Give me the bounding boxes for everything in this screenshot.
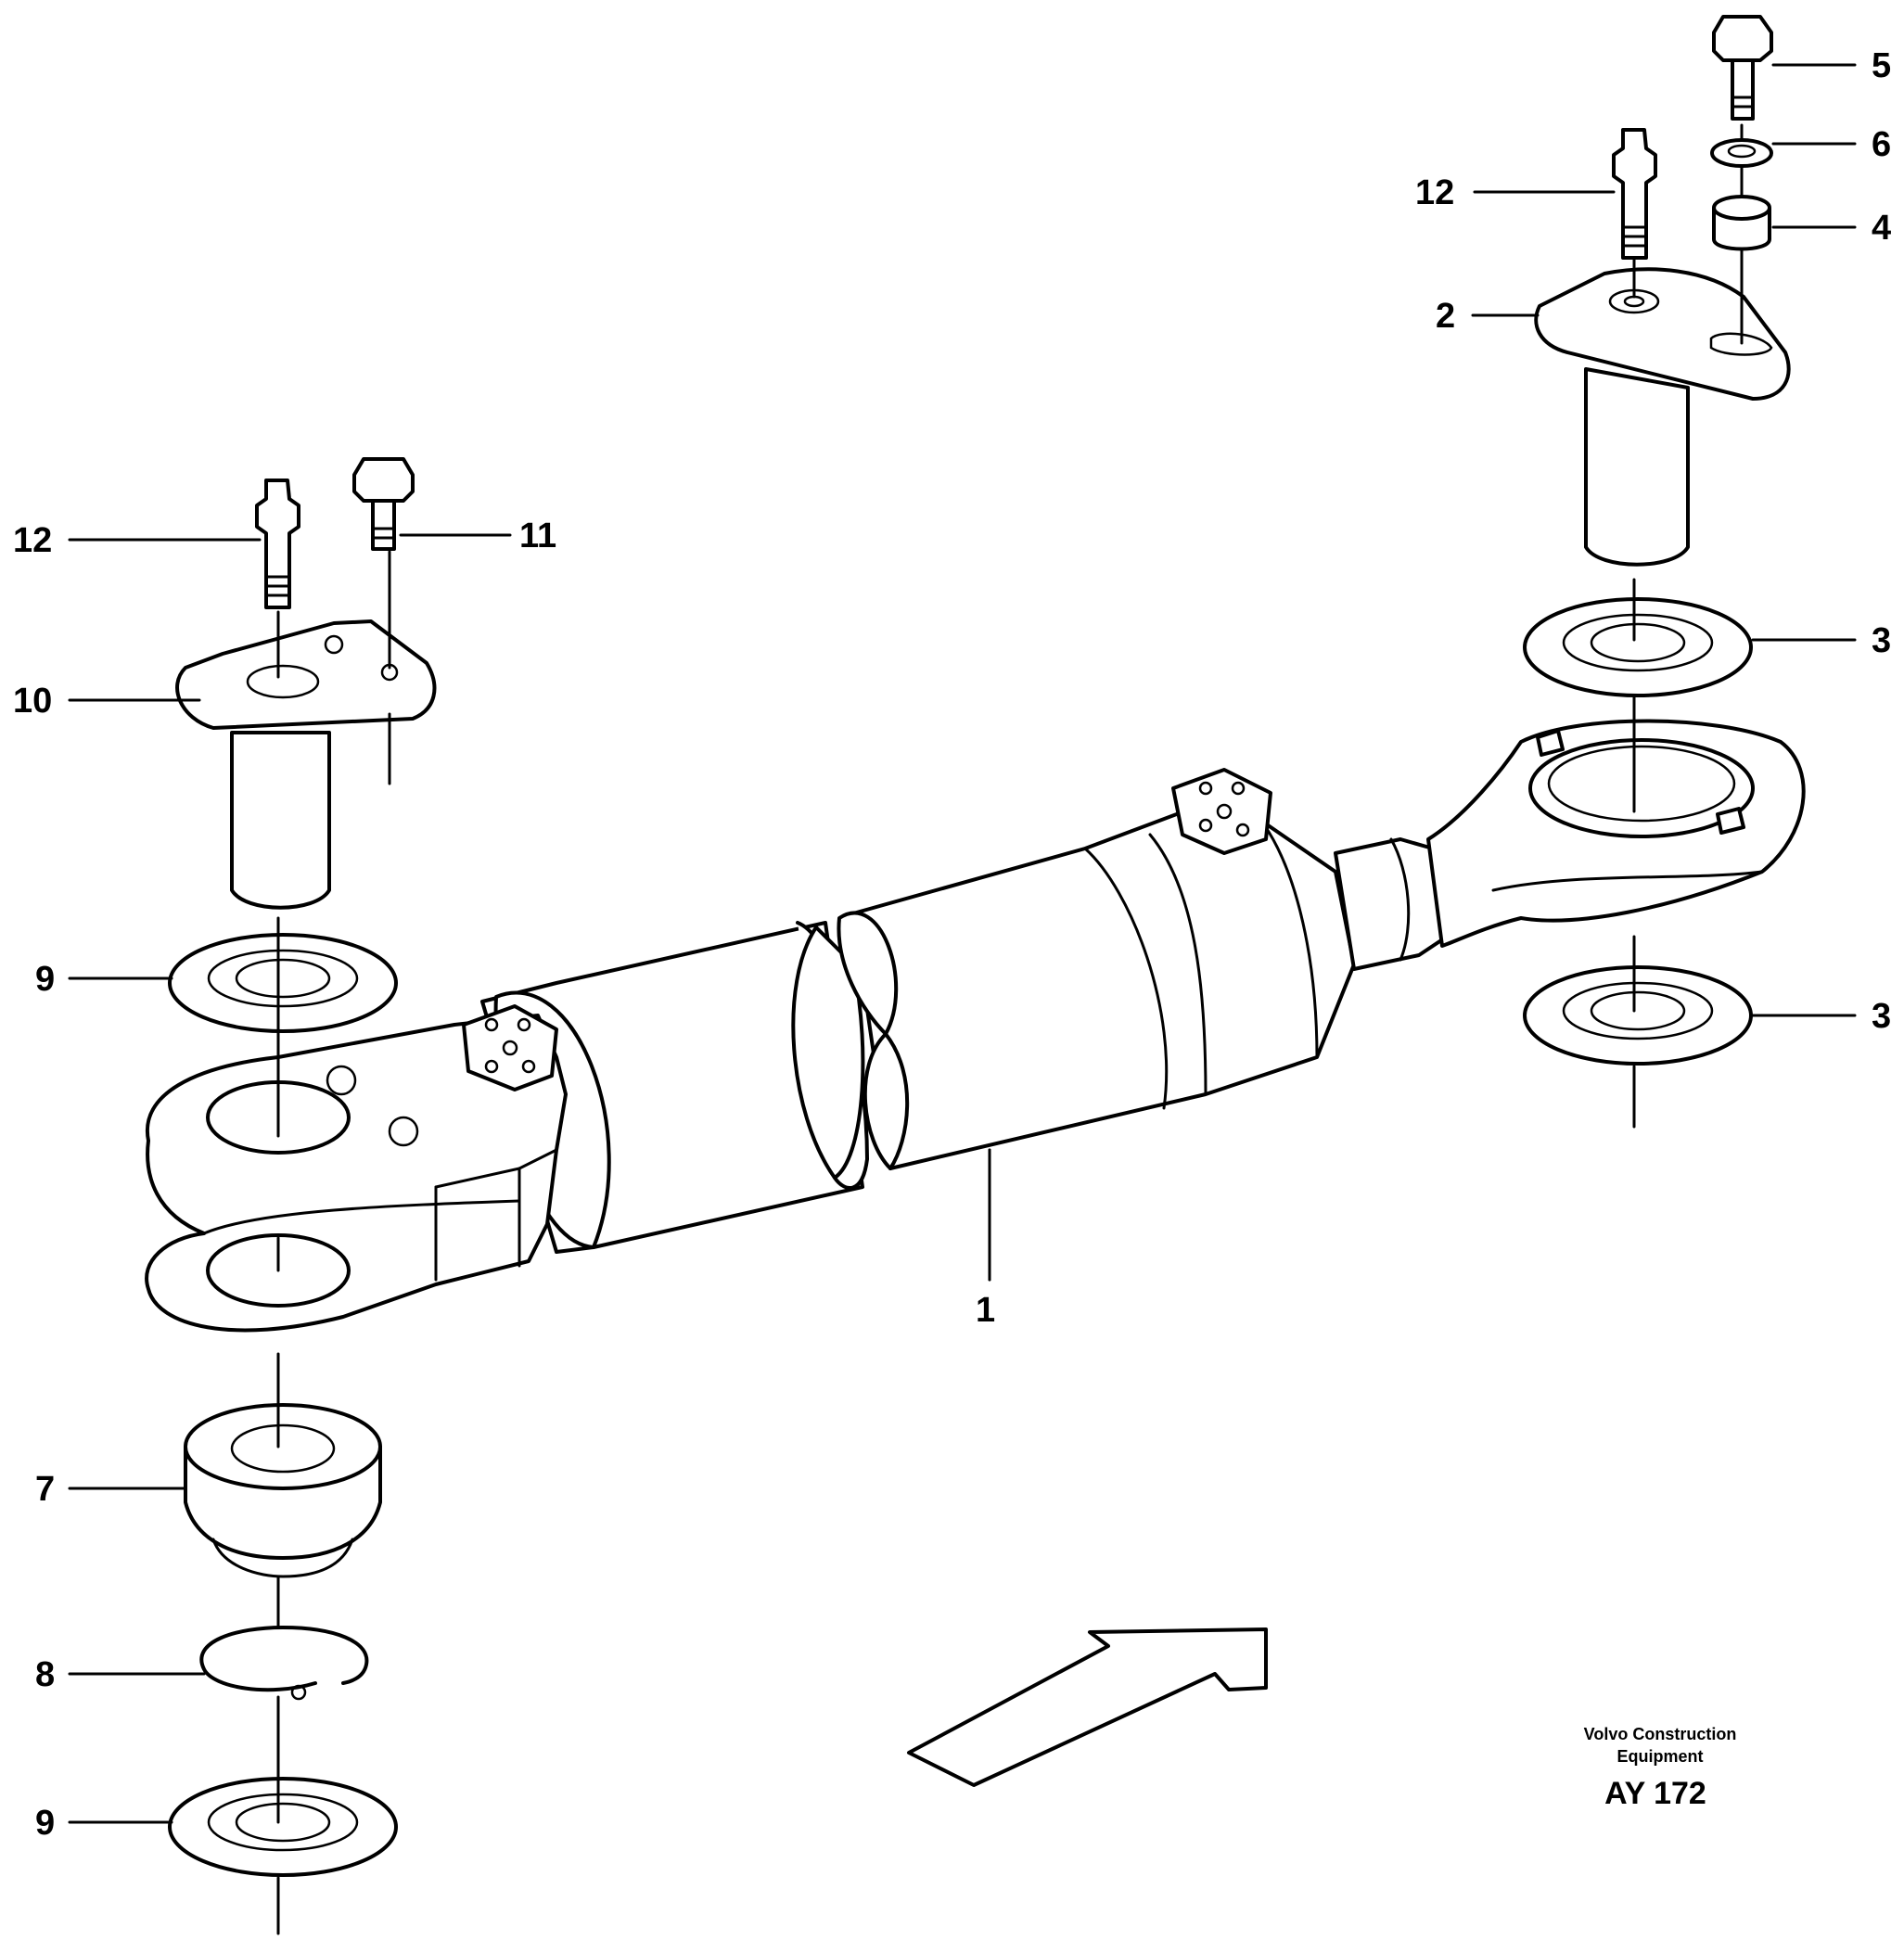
circlip-8 <box>199 1626 369 1701</box>
washer-9-upper <box>168 933 398 1033</box>
credit-line-1: Volvo Construction <box>1584 1725 1737 1743</box>
callout-2: 2 <box>1436 297 1455 336</box>
callout-12b: 12 <box>1415 173 1454 212</box>
callout-3b: 3 <box>1872 997 1891 1036</box>
callout-labels: 1 2 3 3 4 5 6 7 8 9 9 10 11 12 12 <box>13 46 1891 1843</box>
credit-block: Volvo Construction Equipment AY 172 <box>1584 1725 1737 1811</box>
pin-plate-10 <box>175 619 437 910</box>
grease-nipple-left <box>255 479 300 609</box>
callout-9a: 9 <box>35 960 55 999</box>
spacer-4 <box>1712 195 1771 251</box>
bushing-7 <box>184 1403 382 1578</box>
pin-plate-2 <box>1534 267 1791 567</box>
leader-lines <box>68 63 1857 1824</box>
callout-8: 8 <box>35 1655 55 1694</box>
callout-9b: 9 <box>35 1804 55 1843</box>
callout-3a: 3 <box>1872 621 1891 660</box>
washer-3-upper <box>1523 597 1753 697</box>
callout-5: 5 <box>1872 46 1891 85</box>
callout-7: 7 <box>35 1470 55 1509</box>
callout-11: 11 <box>519 517 556 555</box>
callout-4: 4 <box>1872 209 1891 248</box>
lock-washer-6 <box>1710 138 1773 168</box>
drawing-code: AY 172 <box>1604 1776 1706 1811</box>
bolt-11 <box>352 457 415 551</box>
direction-arrow-icon <box>907 1627 1268 1787</box>
callout-1: 1 <box>976 1291 995 1330</box>
callout-12a: 12 <box>13 521 52 560</box>
credit-line-2: Equipment <box>1617 1747 1704 1766</box>
cylinder-assembly <box>145 719 1806 1333</box>
grease-nipple-right <box>1612 128 1657 260</box>
callout-6: 6 <box>1872 125 1891 164</box>
washer-3-lower <box>1523 965 1753 1066</box>
callout-10: 10 <box>13 682 52 721</box>
washer-9-lower <box>168 1777 398 1877</box>
bolt-5 <box>1712 15 1773 121</box>
